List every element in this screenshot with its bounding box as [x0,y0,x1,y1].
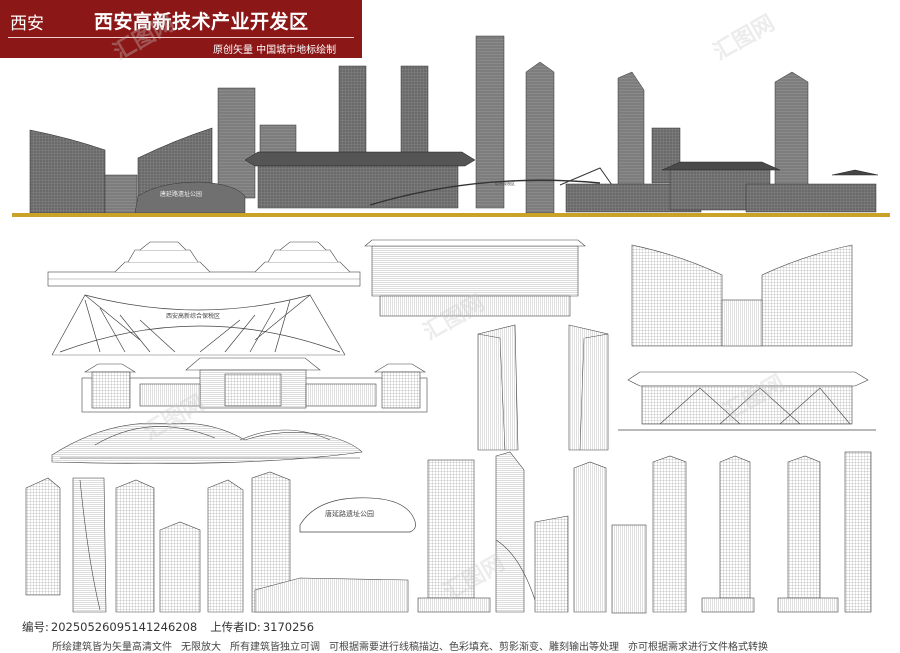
museum-lineart [81,357,428,413]
banner-divider [8,37,354,38]
tower-group-left [25,471,409,613]
usage-note: 所绘建筑皆为矢量高清文件 [52,642,172,653]
grand-theater-lineart [364,239,586,317]
skyline-bridge-sign: 综合保税区 [495,180,515,186]
id-value: 20250526095141246208 [50,620,198,634]
usage-note: 所有建筑皆独立可调 [230,642,320,653]
sports-center-lineart [51,422,363,464]
illustration-canvas: 唐延路遗址公园 综合保税区 西安高新综 [12,35,890,614]
park-stone-text: 唐延路遗址公园 [325,509,374,518]
skyline-panorama: 唐延路遗址公园 综合保税区 [12,35,890,217]
park-stone-lineart: 唐延路遗址公园 [299,497,416,533]
twin-towers-lineart [477,324,609,451]
footer: 编号:20250526095141246208 上传者ID:3170256 所绘… [0,617,900,653]
uploader-label: 上传者ID: [210,620,261,634]
title-banner: 西安 西安高新技术产业开发区 原创矢量 中国城市地标绘制 [0,0,362,58]
id-label: 编号: [22,620,49,634]
tower-group-right [417,451,872,614]
usage-notes: 所绘建筑皆为矢量高清文件无限放大所有建筑皆独立可调可根据需要进行线稿描边、色彩填… [52,638,777,653]
exhibition-hall-lineart [47,241,361,287]
skyline-park-sign: 唐延路遗址公园 [160,190,202,198]
curved-hotel-lineart [631,244,853,347]
arch-bridge-lineart: 西安高新综合保税区 [51,294,346,356]
zone-title: 西安高新技术产业开发区 [94,11,309,33]
credit-line: 原创矢量 中国城市地标绘制 [213,45,337,56]
id-row: 编号:20250526095141246208 上传者ID:3170256 [22,619,316,635]
bridge-sign-text: 西安高新综合保税区 [166,312,220,320]
city-name: 西安 [10,14,44,34]
usage-note: 可根据需要进行线稿描边、色彩填充、剪影渐变、雕刻输出等处理 [329,642,619,653]
uploader-value: 3170256 [262,620,315,634]
usage-note: 亦可根据需求进行文件格式转换 [628,642,768,653]
ground-strip [12,213,890,217]
convention-center-lineart [618,371,876,431]
usage-note: 无限放大 [181,642,221,653]
